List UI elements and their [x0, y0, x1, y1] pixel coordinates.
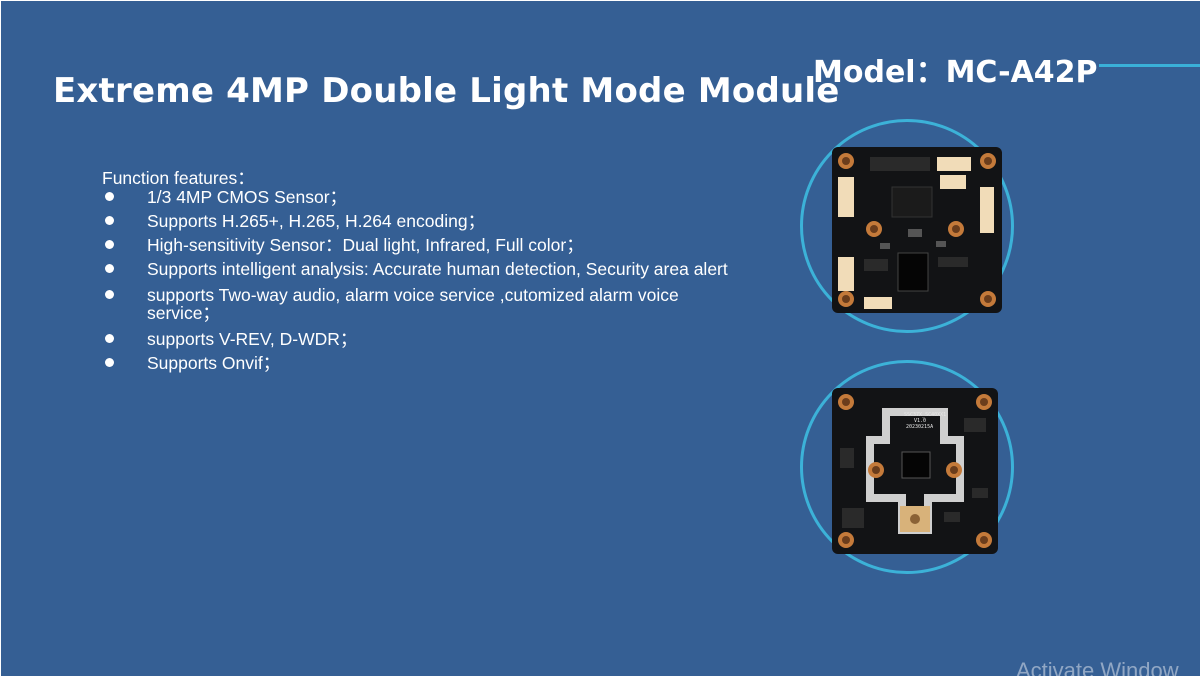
feature-item: supports V-REV, D-WDR；	[101, 330, 741, 348]
feature-text: 1/3 4MP CMOS Sensor；	[147, 187, 348, 207]
features-heading: Function features：	[102, 168, 255, 188]
feature-item: High-sensitivity Sensor：Dual light, Infr…	[101, 236, 741, 254]
pcb-front-image	[832, 147, 1002, 313]
feature-item: Supports Onvif；	[101, 354, 741, 372]
feature-item: 1/3 4MP CMOS Sensor；	[101, 188, 741, 206]
feature-item: Supports H.265+, H.265, H.264 encoding；	[101, 212, 741, 230]
feature-item: supports Two-way audio, alarm voice serv…	[101, 286, 741, 322]
model-label: Model：MC-A42P	[813, 55, 1098, 90]
slide-title: Extreme 4MP Double Light Mode Module	[53, 71, 840, 111]
bullet-icon	[105, 192, 114, 201]
product-image-back-frame	[800, 360, 1014, 574]
pcb-silkscreen-line-2: V1.0	[914, 418, 926, 424]
model-accent-line	[1099, 64, 1200, 67]
feature-text: supports V-REV, D-WDR；	[147, 329, 358, 349]
activate-windows-watermark: Activate Window	[1016, 658, 1179, 676]
feature-text: Supports intelligent analysis: Accurate …	[147, 259, 728, 279]
pcb-silkscreen-line-3: 20230215A	[906, 424, 933, 430]
bullet-icon	[105, 358, 114, 367]
bullet-icon	[105, 334, 114, 343]
feature-text: Supports Onvif；	[147, 353, 281, 373]
pcb-back-image: SSC37X_SC40XX1 V1.0 20230215A	[832, 388, 998, 554]
bullet-icon	[105, 290, 114, 299]
bullet-icon	[105, 240, 114, 249]
product-image-front-frame	[800, 119, 1014, 333]
feature-item: Supports intelligent analysis: Accurate …	[101, 260, 741, 278]
bullet-icon	[105, 264, 114, 273]
bullet-icon	[105, 216, 114, 225]
feature-text: supports Two-way audio, alarm voice serv…	[147, 285, 679, 323]
pcb-silkscreen-line-1: SSC37X_SC40XX1	[904, 412, 946, 418]
features-list: 1/3 4MP CMOS Sensor； Supports H.265+, H.…	[101, 188, 741, 378]
feature-text: Supports H.265+, H.265, H.264 encoding；	[147, 211, 486, 231]
feature-text: High-sensitivity Sensor：Dual light, Infr…	[147, 235, 584, 255]
